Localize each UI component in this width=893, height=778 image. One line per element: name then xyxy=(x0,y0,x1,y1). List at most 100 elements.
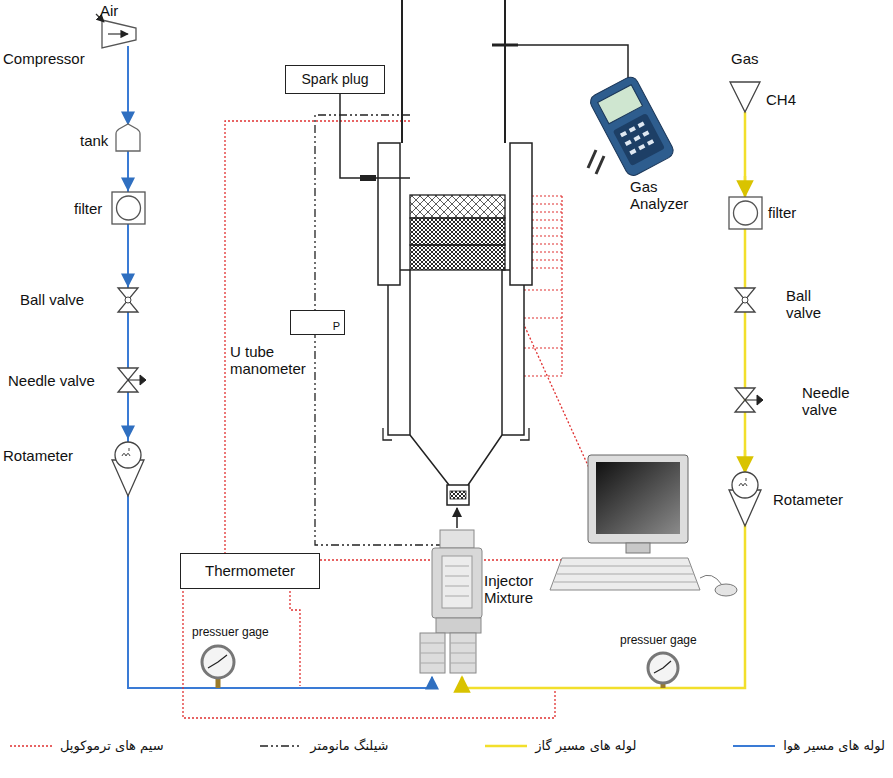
pressure-gauge xyxy=(648,653,678,683)
source-label: Gas xyxy=(731,50,759,67)
probe-handle xyxy=(492,44,518,47)
legend-text: سیم های ترموکوپل xyxy=(60,738,164,753)
manometer-hose xyxy=(315,115,446,545)
filter-symbol xyxy=(734,201,758,225)
computer-stand xyxy=(626,543,650,553)
legend-item: لوله های مسیر گاز xyxy=(483,738,636,753)
legend-line xyxy=(10,745,52,746)
component-label: tank xyxy=(80,132,108,149)
source-label: Air xyxy=(100,2,118,19)
needle-valve-handle xyxy=(128,375,146,385)
component-label: CH4 xyxy=(766,91,796,108)
flow-arrow xyxy=(127,108,129,124)
legend-line xyxy=(733,745,775,747)
legend-item: سیم های ترموکوپل xyxy=(8,738,164,753)
manometer-hose-sample xyxy=(258,741,304,751)
rotameter-mark xyxy=(122,448,130,456)
analyzer-keys xyxy=(621,123,653,153)
air-pipe-sample xyxy=(731,741,777,751)
node-text: Thermometer xyxy=(205,562,295,580)
injector-body xyxy=(440,530,474,548)
filter-symbol xyxy=(117,196,141,220)
component-label: filter xyxy=(74,200,102,217)
flow-arrow xyxy=(744,450,747,472)
component-label: U tube manometer xyxy=(230,343,310,378)
injector-body xyxy=(442,556,472,608)
gas-source-symbol xyxy=(730,82,760,112)
burner-inlet xyxy=(450,491,466,499)
air-pipe xyxy=(128,46,432,688)
thermometer-box: Thermometer xyxy=(180,553,320,589)
burner-wall xyxy=(502,270,524,435)
component-label: Needle valve xyxy=(802,384,868,419)
component-label: Needle valve xyxy=(8,372,95,389)
analyzer-case xyxy=(588,74,676,178)
injector-detail xyxy=(445,566,469,596)
gas-pipe-sample xyxy=(483,741,529,751)
mixture-arrow xyxy=(456,508,458,528)
component-label: Ball valve xyxy=(786,287,836,322)
keyboard-keys xyxy=(554,566,697,582)
gauge-label: pressuer gage xyxy=(192,626,269,640)
legend-text: لوله های مسیر گاز xyxy=(535,738,636,753)
burner-inlet xyxy=(447,485,469,505)
burner-flange xyxy=(383,428,529,440)
legend-item: شیلنگ مانومتر xyxy=(258,738,388,753)
burner-wall xyxy=(388,270,410,435)
injector-body xyxy=(436,618,481,633)
legend: لوله های مسیر هوا لوله های مسیر گاز شیلنگ … xyxy=(8,738,885,753)
porous-medium xyxy=(410,218,505,245)
probe-rod xyxy=(504,0,506,143)
analyzer-keypad xyxy=(613,113,665,166)
analyzer-probes xyxy=(588,150,604,174)
tank-symbol xyxy=(116,124,140,151)
analyzer-cable xyxy=(518,45,628,88)
rotameter-mark xyxy=(739,478,747,486)
component-label: Compressor xyxy=(3,50,85,67)
computer-keyboard xyxy=(550,558,700,590)
spark-plug-electrode xyxy=(360,175,376,181)
ball-valve-symbol xyxy=(735,288,755,312)
computer-mouse xyxy=(715,584,737,596)
gauge-needle xyxy=(208,655,227,668)
compressor-symbol xyxy=(102,20,136,48)
computer-screen xyxy=(596,462,680,534)
pressure-gauge xyxy=(202,646,234,678)
legend-text: لوله های مسیر هوا xyxy=(783,738,885,753)
injector-body xyxy=(432,548,482,618)
spark-plug-lead xyxy=(340,80,410,178)
ball-valve-symbol xyxy=(742,297,748,303)
burner-wall xyxy=(378,143,400,285)
flow-arrow xyxy=(127,268,129,286)
legend-text: شیلنگ مانومتر xyxy=(310,738,388,753)
legend-item: لوله های مسیر هوا xyxy=(731,738,885,753)
needle-valve-handle xyxy=(745,395,763,405)
flow-arrow xyxy=(127,420,129,438)
compressor-arrow xyxy=(108,33,128,34)
component-label: filter xyxy=(768,204,796,221)
computer-monitor xyxy=(588,455,688,543)
rod xyxy=(401,0,403,143)
manometer-box: P xyxy=(290,310,345,335)
legend-line xyxy=(485,744,527,747)
spark-plug-box: Spark plug xyxy=(285,65,385,94)
rotameter-symbol xyxy=(115,442,141,468)
gauge-label: pressuer gage xyxy=(620,634,697,648)
thermocouple-wire xyxy=(290,575,300,686)
gauge-needle xyxy=(654,661,671,673)
component-label: Injector Mixture xyxy=(484,572,556,607)
flow-arrow xyxy=(127,174,129,190)
node-text: P xyxy=(333,320,340,333)
porous-medium xyxy=(410,195,505,218)
burner-cone xyxy=(410,435,502,485)
component-label: Rotameter xyxy=(3,447,73,464)
mouse-cable xyxy=(700,575,722,585)
gas-analyzer-device xyxy=(588,74,676,178)
legend-line xyxy=(260,745,302,746)
rotameter-symbol xyxy=(732,472,758,498)
filter-symbol xyxy=(112,192,145,224)
component-label: Ball valve xyxy=(20,291,84,308)
ball-valve-symbol xyxy=(118,288,138,312)
